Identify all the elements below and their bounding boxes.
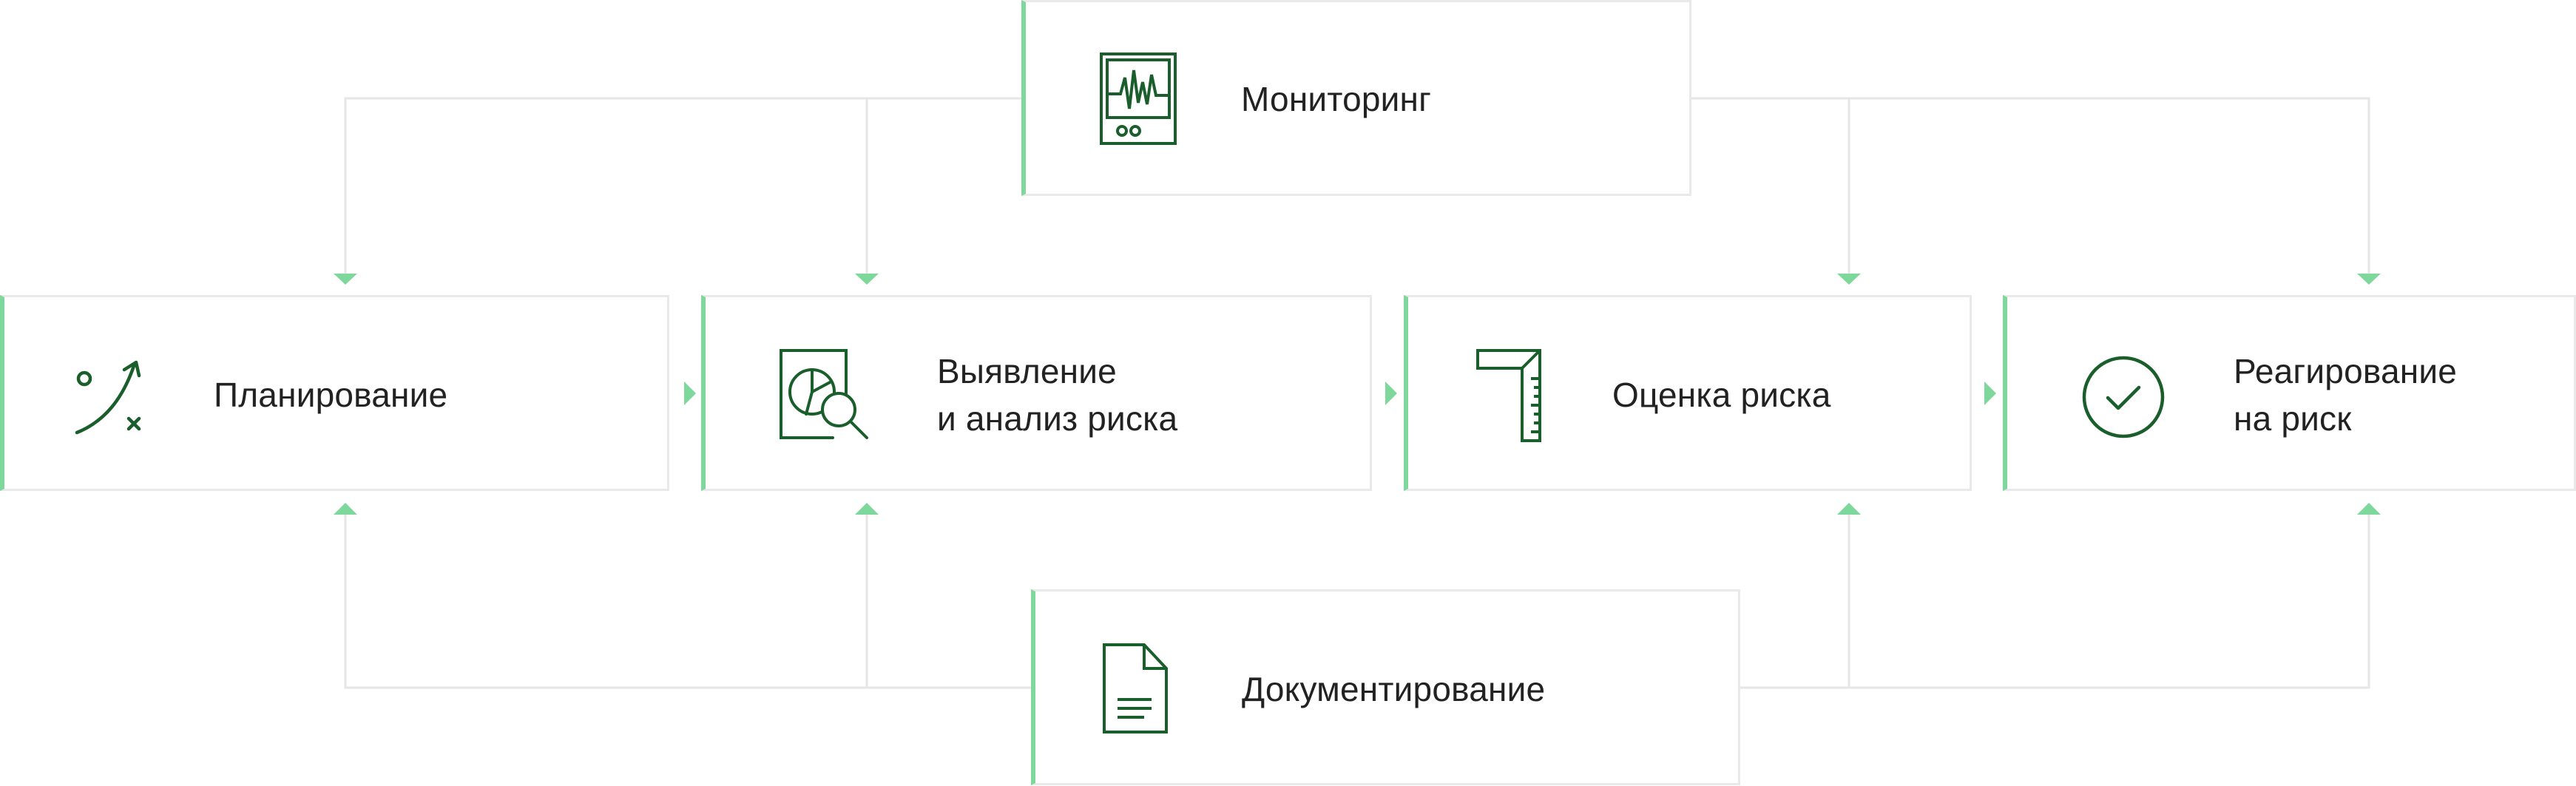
stage-identification-line-1: Выявление xyxy=(937,352,1117,390)
arrow-down-assessment xyxy=(1837,274,1861,285)
monitor-icon xyxy=(1100,52,1177,145)
arrow-up-response xyxy=(2357,503,2381,515)
stage-documentation: Документирование xyxy=(1031,589,1740,785)
arrow-down-planning xyxy=(334,274,357,285)
stage-monitoring-line-1: Мониторинг xyxy=(1241,80,1432,118)
stage-planning-label: Планирование xyxy=(214,371,447,419)
arrow-up-identification xyxy=(855,503,879,515)
check-circle-icon xyxy=(2082,356,2165,438)
stage-response-label: Реагирование на риск xyxy=(2234,348,2457,442)
arrow-right-2 xyxy=(1385,382,1397,405)
arrow-down-identification xyxy=(855,274,879,285)
strategy-icon xyxy=(75,360,141,435)
document-icon xyxy=(1103,643,1168,734)
stage-monitoring-label: Мониторинг xyxy=(1241,75,1431,123)
connector-monitoring-planning xyxy=(344,97,1023,274)
stage-response-line-2: на риск xyxy=(2234,399,2352,438)
connector-documentation-planning xyxy=(344,507,1032,689)
stage-response: Реагирование на риск xyxy=(2003,295,2576,491)
connector-monitoring-response xyxy=(1691,97,2370,274)
stage-assessment-line-1: Оценка риска xyxy=(1612,376,1831,414)
stage-documentation-line-1: Документирование xyxy=(1242,670,1546,708)
arrow-right-3 xyxy=(1984,382,1996,405)
stage-response-line-1: Реагирование xyxy=(2234,352,2458,390)
stage-documentation-label: Документирование xyxy=(1242,665,1545,713)
connector-documentation-response xyxy=(1740,507,2370,689)
stage-assessment-label: Оценка риска xyxy=(1612,371,1831,419)
report-search-icon xyxy=(780,349,868,439)
stage-identification-label: Выявление и анализ риска xyxy=(937,348,1177,442)
stage-assessment: Оценка риска xyxy=(1404,295,1972,491)
stage-identification: Выявление и анализ риска xyxy=(701,295,1372,491)
stage-planning: Планирование xyxy=(0,295,669,491)
arrow-up-assessment xyxy=(1837,503,1861,515)
ruler-icon xyxy=(1476,349,1541,442)
arrow-up-planning xyxy=(334,503,357,515)
arrow-right-1 xyxy=(684,382,696,405)
arrow-down-response xyxy=(2357,274,2381,285)
stage-planning-line-1: Планирование xyxy=(214,376,448,414)
stage-monitoring: Мониторинг xyxy=(1021,0,1691,196)
stage-identification-line-2: и анализ риска xyxy=(937,399,1178,438)
